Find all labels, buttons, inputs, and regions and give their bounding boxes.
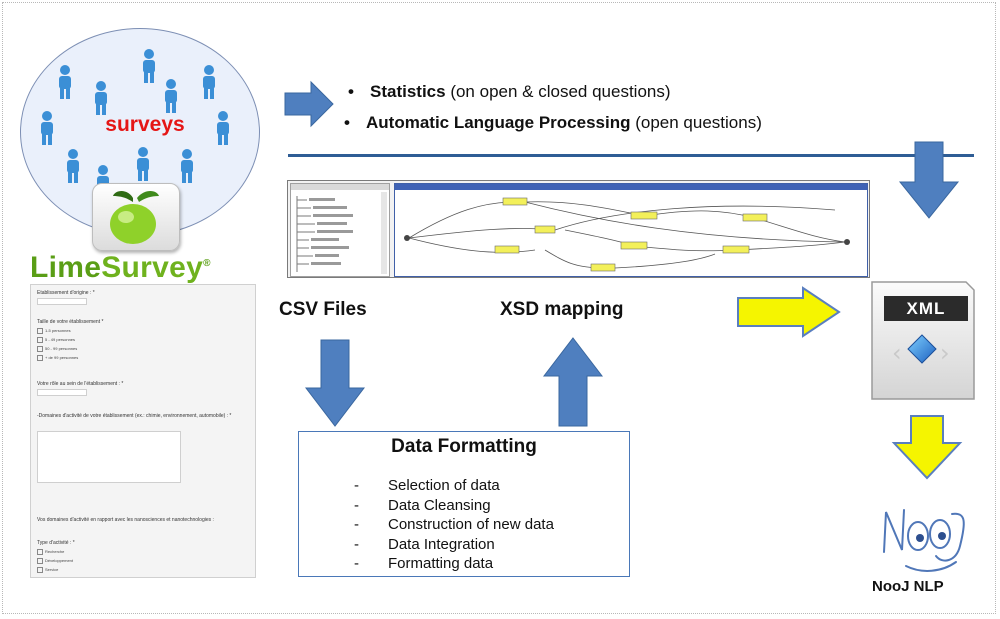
- form-option[interactable]: Développement: [37, 558, 73, 564]
- nooj-logo-icon: [883, 509, 965, 572]
- data-formatting-item: -Data Cleansing: [354, 497, 491, 514]
- form-textarea[interactable]: [37, 431, 181, 483]
- form-option[interactable]: 5 - 49 personnes: [37, 337, 75, 343]
- form-question: Etablissement d'origine : *: [37, 290, 95, 296]
- svg-text:‹: ‹: [892, 339, 902, 367]
- person-icon: [59, 65, 71, 99]
- lime-fruit-icon: [110, 191, 159, 244]
- form-question: Taille de votre établissement *: [37, 319, 104, 325]
- surveys-label: surveys: [105, 113, 185, 136]
- form-option[interactable]: Service: [37, 567, 58, 573]
- xml-label: XML: [884, 296, 968, 321]
- person-icon: [41, 111, 53, 145]
- person-icon: [95, 81, 107, 115]
- data-formatting-item: -Selection of data: [354, 477, 500, 494]
- arrow-up-blue-icon: [542, 337, 604, 427]
- csv-files-label: CSV Files: [279, 299, 367, 320]
- person-icon: [137, 147, 149, 181]
- data-formatting-box: Data Formatting -Selection of data -Data…: [298, 431, 630, 577]
- arrow-right-yellow-icon: [737, 286, 841, 338]
- arrow-down-blue-icon: [898, 141, 960, 219]
- person-icon: [165, 79, 177, 113]
- survey-form: Etablissement d'origine : * Taille de vo…: [30, 284, 256, 578]
- form-question: Vos domaines d'activité en rapport avec …: [37, 517, 214, 523]
- grammar-graph: [404, 197, 850, 272]
- svg-text:›: ›: [940, 339, 950, 367]
- arrow-down-yellow-icon: [891, 415, 963, 480]
- form-option[interactable]: 50 - 99 personnes: [37, 346, 77, 352]
- form-text-input[interactable]: [37, 298, 87, 305]
- person-icon: [143, 49, 155, 83]
- bullet-language-processing: •Automatic Language Processing (open que…: [344, 113, 762, 132]
- person-icon: [181, 149, 193, 183]
- data-formatting-item: -Data Integration: [354, 536, 495, 553]
- person-icon: [217, 111, 229, 145]
- limesurvey-wordmark: LimeSurvey®: [30, 251, 211, 284]
- grammar-graph-panel: [394, 183, 868, 277]
- form-text-input[interactable]: [37, 389, 87, 396]
- person-icon: [203, 65, 215, 99]
- arrow-right-blue-icon: [284, 80, 334, 128]
- separator-line: [288, 154, 974, 157]
- bullet-statistics: •Statistics (on open & closed questions): [348, 82, 671, 101]
- nooj-nlp-label: NooJ NLP: [872, 578, 944, 595]
- form-question: -Domaines d'activité de votre établissem…: [37, 413, 232, 419]
- file-tree-panel: [290, 183, 390, 277]
- data-formatting-item: -Formatting data: [354, 555, 494, 572]
- form-option[interactable]: Recherche: [37, 549, 64, 555]
- form-option[interactable]: 1-5 personnes: [37, 328, 71, 334]
- form-question: Type d'activité : *: [37, 540, 75, 546]
- person-icon: [67, 149, 79, 183]
- nooj-grammar-screenshot: [287, 180, 870, 278]
- form-question: Votre rôle au sein de l'établissement : …: [37, 381, 124, 387]
- data-formatting-item: -Construction of new data: [354, 516, 554, 533]
- xsd-mapping-label: XSD mapping: [500, 299, 624, 320]
- limesurvey-logo: [92, 183, 180, 251]
- window-title-bar: [395, 184, 867, 190]
- arrow-down-blue-icon: [304, 339, 366, 427]
- data-formatting-title: Data Formatting: [391, 436, 537, 457]
- form-option[interactable]: + de 99 personnes: [37, 355, 78, 361]
